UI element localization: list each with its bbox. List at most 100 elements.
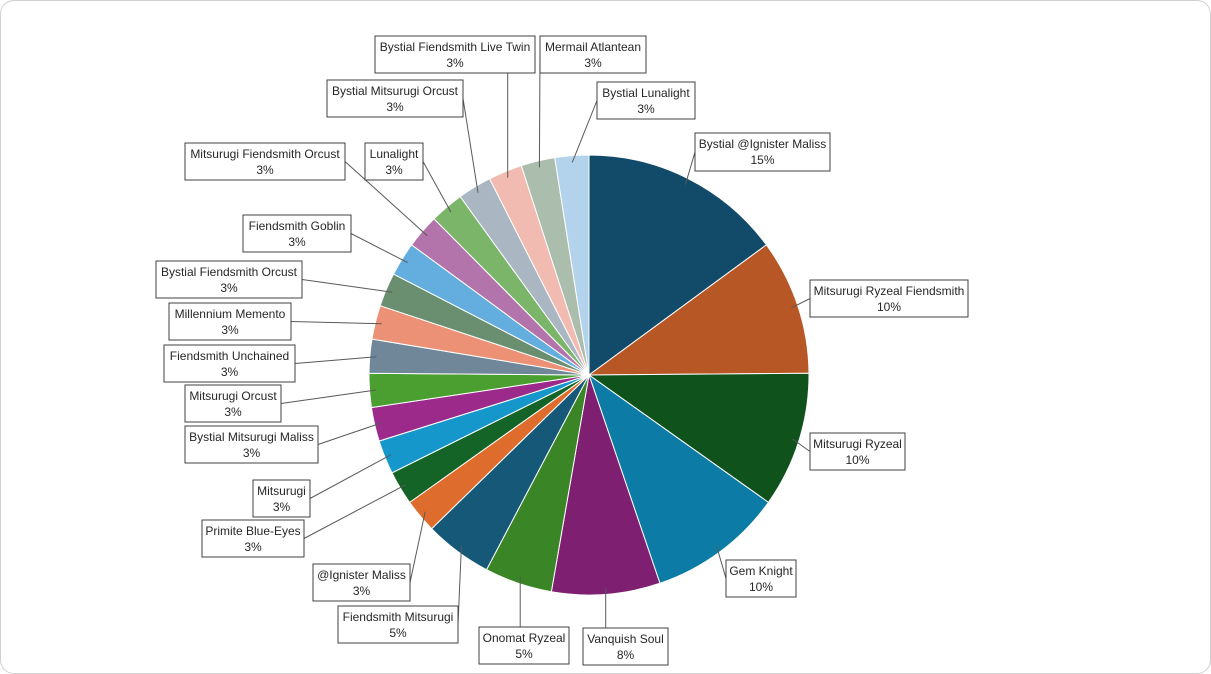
leader-line <box>344 161 428 237</box>
data-label-box <box>539 35 647 74</box>
leader-line <box>716 545 727 579</box>
pie-slice <box>588 373 770 584</box>
slice-category-label: Fiendsmith Unchained <box>170 349 289 363</box>
slice-value-label: 3% <box>584 56 602 70</box>
pie-slice <box>587 372 810 504</box>
data-label-box <box>312 563 411 602</box>
slice-value-label: 3% <box>224 405 242 419</box>
slice-value-label: 3% <box>637 102 655 116</box>
data-label-box <box>163 344 296 383</box>
leader-line <box>791 298 811 309</box>
pie-slice <box>554 154 590 376</box>
leader-line <box>280 389 377 404</box>
data-label-box <box>694 132 831 172</box>
slice-category-label: Mitsurugi Fiendsmith Orcust <box>190 147 340 161</box>
slice-value-label: 3% <box>446 56 464 70</box>
pie-slices <box>368 154 810 596</box>
data-label-box <box>364 142 424 181</box>
leader-line <box>462 98 479 193</box>
data-label: Bystial Fiendsmith Live Twin 3% <box>374 35 536 74</box>
slice-category-label: Vanquish Soul <box>587 632 664 646</box>
slice-category-label: Mitsurugi Ryzeal <box>813 437 902 451</box>
leader-line <box>309 454 392 499</box>
data-label-box <box>184 384 282 423</box>
slice-value-label: 3% <box>243 446 261 460</box>
leader-line <box>684 151 696 185</box>
slice-category-label: Bystial Fiendsmith Orcust <box>161 265 298 279</box>
data-label-box <box>725 559 797 598</box>
slice-value-label: 10% <box>749 580 773 594</box>
slice-value-label: 3% <box>288 235 306 249</box>
slice-category-label: @Ignister Maliss <box>317 568 406 582</box>
data-label-box <box>809 279 969 318</box>
slice-category-label: Lunalight <box>370 147 419 161</box>
data-label-box <box>201 519 305 558</box>
slice-value-label: 10% <box>845 453 869 467</box>
data-label-box <box>168 302 292 341</box>
data-label-box <box>809 432 906 471</box>
leader-line <box>317 422 382 445</box>
data-label: Bystial Lunalight 3% <box>596 81 696 120</box>
leader-line <box>457 546 462 625</box>
data-label: Onomat Ryzeal 5% <box>478 626 570 665</box>
data-label: Mitsurugi Ryzeal 10% <box>809 432 906 471</box>
slice-category-label: Bystial Lunalight <box>602 86 690 100</box>
slice-category-label: Fiendsmith Mitsurugi <box>343 610 454 624</box>
data-label: Mitsurugi Fiendsmith Orcust 3% <box>184 142 346 181</box>
slice-value-label: 3% <box>386 100 404 114</box>
slice-category-label: Mitsurugi Ryzeal Fiendsmith <box>814 284 965 298</box>
leader-line <box>409 511 426 583</box>
slice-category-label: Bystial Mitsurugi Maliss <box>189 430 314 444</box>
slice-category-label: Onomat Ryzeal <box>483 631 566 645</box>
data-label-box <box>155 260 303 299</box>
slice-value-label: 3% <box>220 281 238 295</box>
slice-value-label: 3% <box>221 323 239 337</box>
data-label-box <box>596 81 696 120</box>
data-label: Mitsurugi Ryzeal Fiendsmith 10% <box>809 279 969 318</box>
slice-value-label: 3% <box>244 540 262 554</box>
slice-category-label: Bystial Fiendsmith Live Twin <box>380 40 531 54</box>
leader-line <box>571 100 598 163</box>
slice-value-label: 5% <box>389 626 407 640</box>
data-label-box <box>582 627 669 666</box>
data-label: Bystial Mitsurugi Maliss 3% <box>184 425 319 464</box>
data-labels: Bystial @Ignister Maliss 15% Mitsurugi Ryz… <box>155 35 969 666</box>
slice-category-label: Bystial Mitsurugi Orcust <box>332 84 459 98</box>
data-label: Bystial @Ignister Maliss 15% <box>694 132 831 172</box>
leader-line <box>350 233 408 264</box>
slice-category-label: Mermail Atlantean <box>545 40 641 54</box>
leader-line <box>294 356 377 364</box>
data-label: Bystial Mitsurugi Orcust 3% <box>326 79 464 118</box>
slice-value-label: 10% <box>877 300 901 314</box>
data-label-box <box>374 35 536 74</box>
slice-category-label: Primite Blue-Eyes <box>205 524 300 538</box>
data-label-box <box>242 214 352 253</box>
slice-value-label: 15% <box>750 153 774 167</box>
slice-category-label: Millennium Memento <box>175 307 286 321</box>
leader-line <box>303 484 407 539</box>
data-label-box <box>184 142 346 181</box>
data-label: Mermail Atlantean 3% <box>539 35 647 74</box>
data-label: Bystial Fiendsmith Orcust 3% <box>155 260 303 299</box>
slice-value-label: 3% <box>256 163 274 177</box>
leader-line <box>301 279 393 293</box>
data-label: Primite Blue-Eyes 3% <box>201 519 305 558</box>
slice-category-label: Mitsurugi <box>257 484 306 498</box>
slice-value-label: 5% <box>515 647 533 661</box>
leader-line <box>422 161 452 213</box>
slice-category-label: Bystial @Ignister Maliss <box>699 137 827 151</box>
leader-line <box>792 438 811 452</box>
data-label-box <box>184 425 319 464</box>
data-label: @Ignister Maliss 3% <box>312 563 411 602</box>
slice-value-label: 3% <box>353 584 371 598</box>
data-label: Millennium Memento 3% <box>168 302 292 341</box>
data-label-box <box>337 605 459 644</box>
